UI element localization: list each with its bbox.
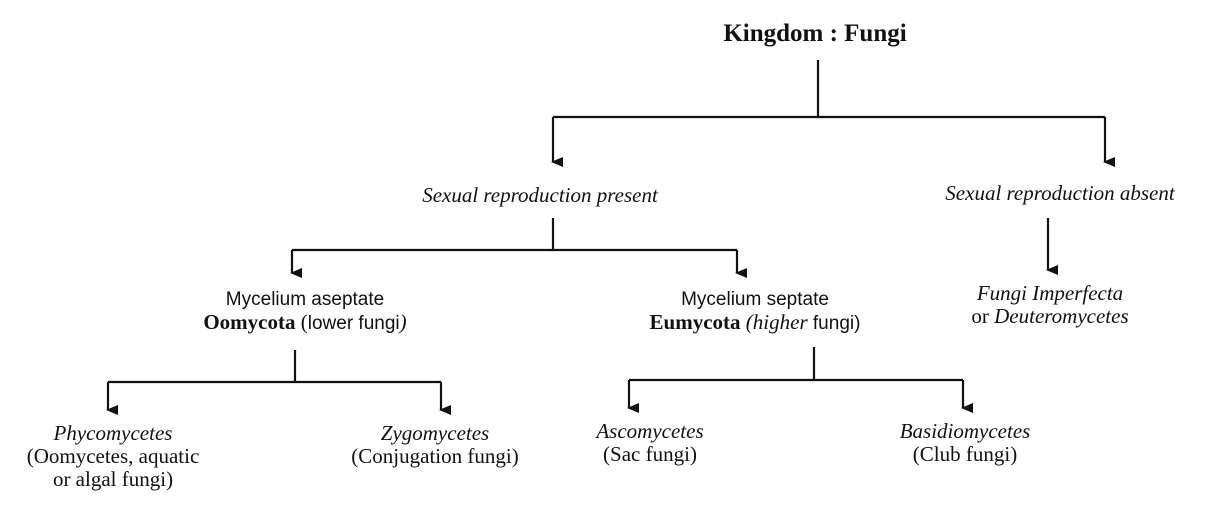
basidiomycetes-desc: (Club fungi) (912, 442, 1018, 466)
deuteromycetes-line: or Deuteromycetes (940, 305, 1160, 328)
root-title: Kingdom : Fungi (723, 20, 907, 47)
oomycota-desc: lower fungi (307, 313, 400, 334)
ascomycetes-desc: (Sac fungi) (603, 442, 697, 466)
node-sexual-reproduction-absent: Sexual reproduction absent (912, 182, 1208, 205)
sexual-absent-label: Sexual reproduction absent (945, 181, 1175, 205)
phycomycetes-desc-2: or algal fungi) (52, 467, 174, 491)
node-ascomycetes: Ascomycetes (Sac fungi) (570, 420, 730, 466)
node-zygomycetes: Zygomycetes (Conjugation fungi) (320, 422, 550, 468)
node-basidiomycetes: Basidiomycetes (Club fungi) (870, 420, 1060, 466)
node-phycomycetes: Phycomycetes (Oomycetes, aquatic or alga… (0, 422, 226, 491)
oomycota-paren-open: ( (295, 310, 308, 334)
imperfecta-line: Fungi Imperfecta (976, 281, 1124, 305)
node-oomycota: Mycelium aseptate Oomycota (lower fungi) (175, 288, 435, 335)
eumycota-desc-italic: higher (752, 310, 808, 334)
node-sexual-reproduction-present: Sexual reproduction present (380, 184, 700, 207)
septate-line: Mycelium septate (681, 289, 829, 310)
zygomycetes-desc: (Conjugation fungi) (351, 444, 519, 468)
ascomycetes-name: Ascomycetes (596, 419, 704, 443)
oomycota-paren-close: ) (399, 310, 407, 334)
sexual-present-label: Sexual reproduction present (422, 183, 658, 207)
eumycota-line: Eumycota (higher fungi) (610, 311, 900, 335)
zygomycetes-name: Zygomycetes (380, 421, 490, 445)
eumycota-paren-open: ( (740, 310, 753, 334)
deuteromycetes-label: Deuteromycetes (994, 304, 1129, 328)
oomycota-line: Oomycota (lower fungi) (175, 311, 435, 335)
root-node-kingdom-fungi: Kingdom : Fungi (700, 20, 930, 48)
node-fungi-imperfecta: Fungi Imperfecta or Deuteromycetes (940, 282, 1160, 328)
phycomycetes-name: Phycomycetes (53, 421, 173, 445)
basidiomycetes-name: Basidiomycetes (899, 419, 1031, 443)
eumycota-desc-rest: fungi) (807, 313, 861, 334)
oomycota-name: Oomycota (203, 310, 296, 334)
phycomycetes-desc-1: (Oomycetes, aquatic (26, 444, 200, 468)
node-eumycota: Mycelium septate Eumycota (higher fungi) (610, 288, 900, 335)
aseptate-line: Mycelium aseptate (225, 289, 385, 310)
imperfecta-or: or (971, 304, 995, 328)
eumycota-name: Eumycota (649, 310, 741, 334)
